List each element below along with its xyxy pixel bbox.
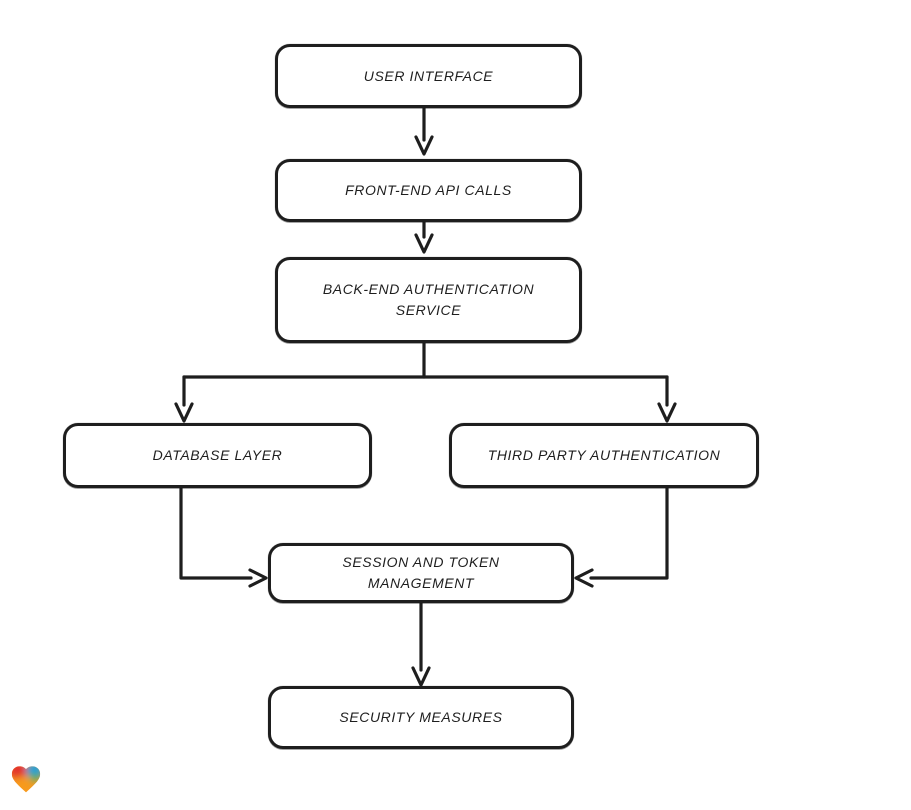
heart-gradient-fill bbox=[11, 766, 41, 793]
node-security-measures[interactable]: SECURITY MEASURES bbox=[268, 686, 574, 749]
arrowhead-left-icon bbox=[574, 568, 594, 588]
node-back-end-authentication-service-label-line1: BACK-END AUTHENTICATION bbox=[322, 281, 535, 297]
arrowhead-down-icon bbox=[414, 135, 434, 156]
node-session-and-token-management-label-line2: MANAGEMENT bbox=[367, 575, 475, 591]
node-front-end-api-calls-label: FRONT-END API CALLS bbox=[345, 182, 512, 198]
arrowhead-down-icon bbox=[414, 233, 434, 254]
node-front-end-api-calls[interactable]: FRONT-END API CALLS bbox=[275, 159, 582, 222]
edge-branch-to-database-layer bbox=[174, 375, 194, 423]
node-database-layer[interactable]: DATABASE LAYER bbox=[63, 423, 372, 488]
edge-third-party-to-session bbox=[574, 486, 669, 588]
node-user-interface[interactable]: USER INTERFACE bbox=[275, 44, 582, 108]
arrowhead-right-icon bbox=[248, 568, 268, 588]
node-back-end-authentication-service[interactable]: BACK-END AUTHENTICATION SERVICE bbox=[275, 257, 582, 343]
edge-session-to-security bbox=[411, 601, 431, 687]
arrowhead-down-icon bbox=[657, 402, 677, 423]
node-session-and-token-management[interactable]: SESSION AND TOKEN MANAGEMENT bbox=[268, 543, 574, 603]
edge-back-end-branch bbox=[182, 341, 669, 379]
node-database-layer-label: DATABASE LAYER bbox=[152, 447, 283, 463]
edge-branch-to-third-party bbox=[657, 375, 677, 423]
edge-front-end-to-back-end bbox=[414, 220, 434, 254]
node-session-and-token-management-label-line1: SESSION AND TOKEN bbox=[342, 554, 500, 570]
node-back-end-authentication-service-label-line2: SERVICE bbox=[395, 302, 462, 318]
edge-user-interface-to-front-end bbox=[414, 106, 434, 156]
arrowhead-down-icon bbox=[174, 402, 194, 423]
arrowhead-down-icon bbox=[411, 666, 431, 687]
node-user-interface-label: USER INTERFACE bbox=[363, 67, 494, 84]
node-security-measures-label: SECURITY MEASURES bbox=[339, 709, 503, 725]
edge-database-to-session bbox=[179, 486, 268, 588]
eraser-heart-logo bbox=[11, 766, 41, 793]
node-third-party-authentication-label: THIRD PARTY AUTHENTICATION bbox=[487, 447, 721, 463]
node-third-party-authentication[interactable]: THIRD PARTY AUTHENTICATION bbox=[449, 423, 759, 488]
